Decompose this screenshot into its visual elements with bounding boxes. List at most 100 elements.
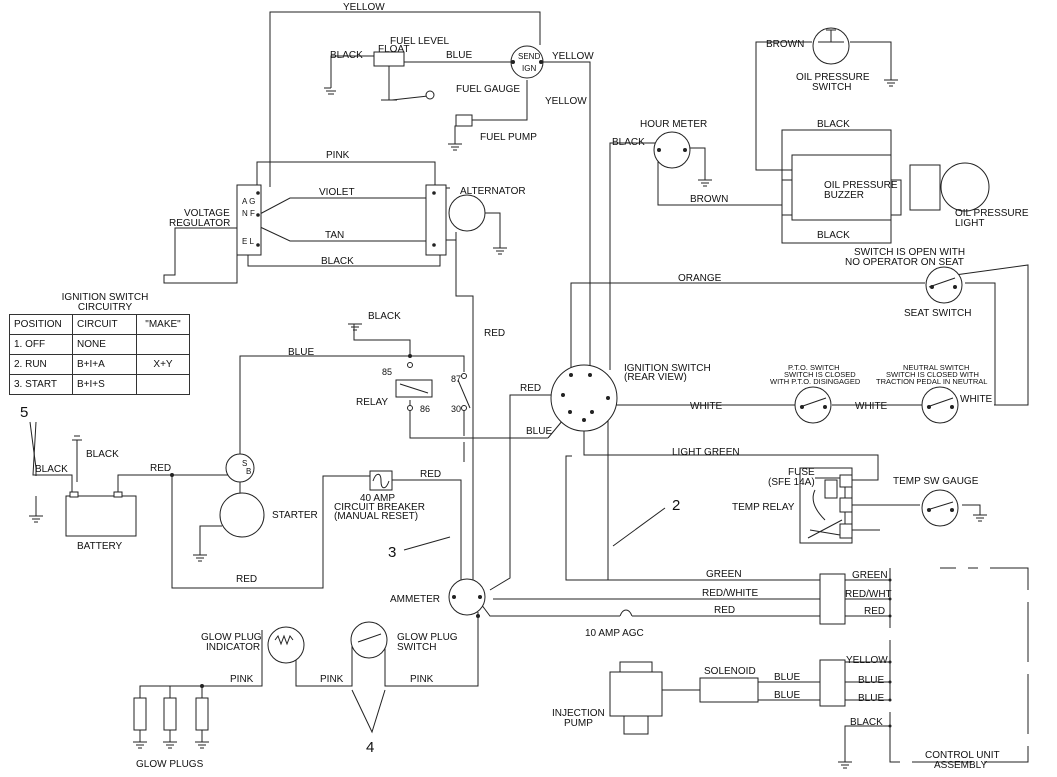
label-40-amp: 40 AMP (360, 493, 395, 504)
wires (29, 11, 1029, 769)
labels: YELLOW FUEL LEVEL FLOAT BLACK BLUE SEND … (20, 2, 1029, 771)
label-red-battery: RED (150, 463, 171, 474)
label-temp-relay: TEMP RELAY (732, 502, 795, 513)
table-cell: 3. START (9, 374, 73, 395)
label-yellow-down: YELLOW (545, 96, 587, 107)
pto-switch-icon (794, 386, 832, 424)
table-cell: X+Y (136, 354, 190, 375)
temp-sw-gauge-icon (921, 489, 959, 527)
table-cell: B+I+S (72, 374, 137, 395)
label-send: SEND (518, 52, 540, 61)
table-header: POSITION (9, 314, 73, 335)
label-relay-87: 87 (451, 374, 461, 384)
label-pink-1: PINK (230, 674, 254, 685)
label-injection: INJECTION (552, 708, 605, 719)
label-glow-plug-switch: GLOW PLUG (397, 632, 458, 643)
label-red-ignition: RED (520, 383, 541, 394)
label-red-cu: RED (864, 606, 885, 617)
label-alternator: ALTERNATOR (460, 186, 526, 197)
table-cell: 2. RUN (9, 354, 73, 375)
label-brown-oil: BROWN (766, 39, 804, 50)
label-temp-sw-gauge: TEMP SW GAUGE (893, 476, 979, 487)
agc-fuse-icon (619, 609, 633, 617)
label-blue-float: BLUE (446, 50, 472, 61)
hour-meter-icon (653, 131, 691, 169)
label-glow-plugs: GLOW PLUGS (136, 759, 204, 770)
label-red-starter: RED (236, 574, 257, 585)
label-relay-86: 86 (420, 404, 430, 414)
label-starter-s: S (242, 459, 247, 468)
fuel-gauge-icon (510, 45, 544, 79)
label-black-float: BLACK (330, 50, 363, 61)
label-indicator: INDICATOR (206, 642, 260, 653)
label-no-operator: NO OPERATOR ON SEAT (845, 257, 964, 268)
label-fuel-gauge: FUEL GAUGE (456, 84, 520, 95)
label-circuit-breaker: CIRCUIT BREAKER (334, 502, 425, 513)
label-black-battery-left: BLACK (35, 464, 68, 475)
label-blue-cu-1: BLUE (858, 675, 884, 686)
label-black-buzzer-bottom: BLACK (817, 230, 850, 241)
battery-icon (65, 495, 137, 537)
label-fuel-level-float: FUEL LEVEL (390, 36, 450, 47)
label-pto-disingaged: WITH P.T.O. DISINGAGED (770, 377, 861, 386)
label-relay: RELAY (356, 397, 388, 408)
label-battery: BATTERY (77, 541, 123, 552)
label-ignition-switch: IGNITION SWITCH (624, 363, 711, 374)
starter-icon (219, 492, 265, 538)
label-pto-closed: SWITCH IS CLOSED (784, 370, 856, 379)
label-fuse: FUSE (788, 467, 815, 478)
label-oil-pressure-buzzer: OIL PRESSURE (824, 180, 898, 191)
label-rear-view: (REAR VIEW) (624, 372, 687, 383)
label-pink-3: PINK (410, 674, 434, 685)
voltage-regulator (236, 184, 262, 256)
label-yellow-cu: YELLOW (846, 655, 888, 666)
label-pink-regulator: PINK (326, 150, 350, 161)
table-row: 1. OFF NONE (9, 334, 190, 355)
label-pto-switch: P.T.O. SWITCH (788, 363, 840, 372)
label-black-cu: BLACK (850, 717, 883, 728)
components (65, 27, 1029, 763)
label-black-hour: BLACK (612, 137, 645, 148)
label-red-ammeter: RED (714, 605, 735, 616)
oil-pressure-light-icon (909, 164, 941, 211)
label-relay-30: 30 (451, 404, 461, 414)
glow-plug-3-icon (195, 697, 209, 731)
callout-5: 5 (20, 404, 28, 421)
label-black-regulator: BLACK (321, 256, 354, 267)
glow-plug-2-icon (163, 697, 177, 731)
fuse-icon (824, 479, 838, 499)
label-starter-b: B (246, 467, 251, 476)
label-black-buzzer-top: BLACK (817, 119, 850, 130)
glow-plug-indicator-icon (267, 626, 305, 664)
label-ign: IGN (522, 64, 536, 73)
alternator-icon (448, 194, 486, 232)
label-green: GREEN (706, 569, 742, 580)
label-yellow-top: YELLOW (343, 2, 385, 13)
label-oil-pressure-switch: OIL PRESSURE (796, 72, 870, 83)
label-neutral-switch: NEUTRAL SWITCH (903, 363, 969, 372)
label-switch-open: SWITCH IS OPEN WITH (854, 247, 965, 258)
callout-2: 2 (672, 497, 680, 514)
label-voltage: VOLTAGE (184, 208, 230, 219)
label-regulator: REGULATOR (169, 218, 230, 229)
label-green-cu: GREEN (852, 570, 888, 581)
label-control-unit: CONTROL UNIT (925, 750, 1000, 761)
alternator-connector (425, 184, 447, 256)
junctions (170, 354, 480, 688)
oil-pressure-switch-icon (812, 27, 850, 65)
label-manual-reset: (MANUAL RESET) (334, 511, 418, 522)
injection-pump-icon (609, 671, 663, 717)
label-red-wht-cu: RED/WHT (845, 589, 892, 600)
ignition-table-title: IGNITION SWITCH CIRCUITRY (30, 293, 180, 313)
label-white-3: WHITE (960, 394, 993, 405)
label-glow-plug-indicator: GLOW PLUG (201, 632, 262, 643)
label-switch: SWITCH (812, 82, 851, 93)
label-sfe-14a: (SFE 14A) (768, 477, 815, 488)
label-pink-2: PINK (320, 674, 344, 685)
callout-3: 3 (388, 544, 396, 561)
label-blue-sol-2: BLUE (774, 690, 800, 701)
label-buzzer: BUZZER (824, 190, 864, 201)
label-brown-hour: BROWN (690, 194, 728, 205)
table-header-row: POSITION CIRCUIT "MAKE" (9, 314, 190, 335)
table-cell: B+I+A (72, 354, 137, 375)
